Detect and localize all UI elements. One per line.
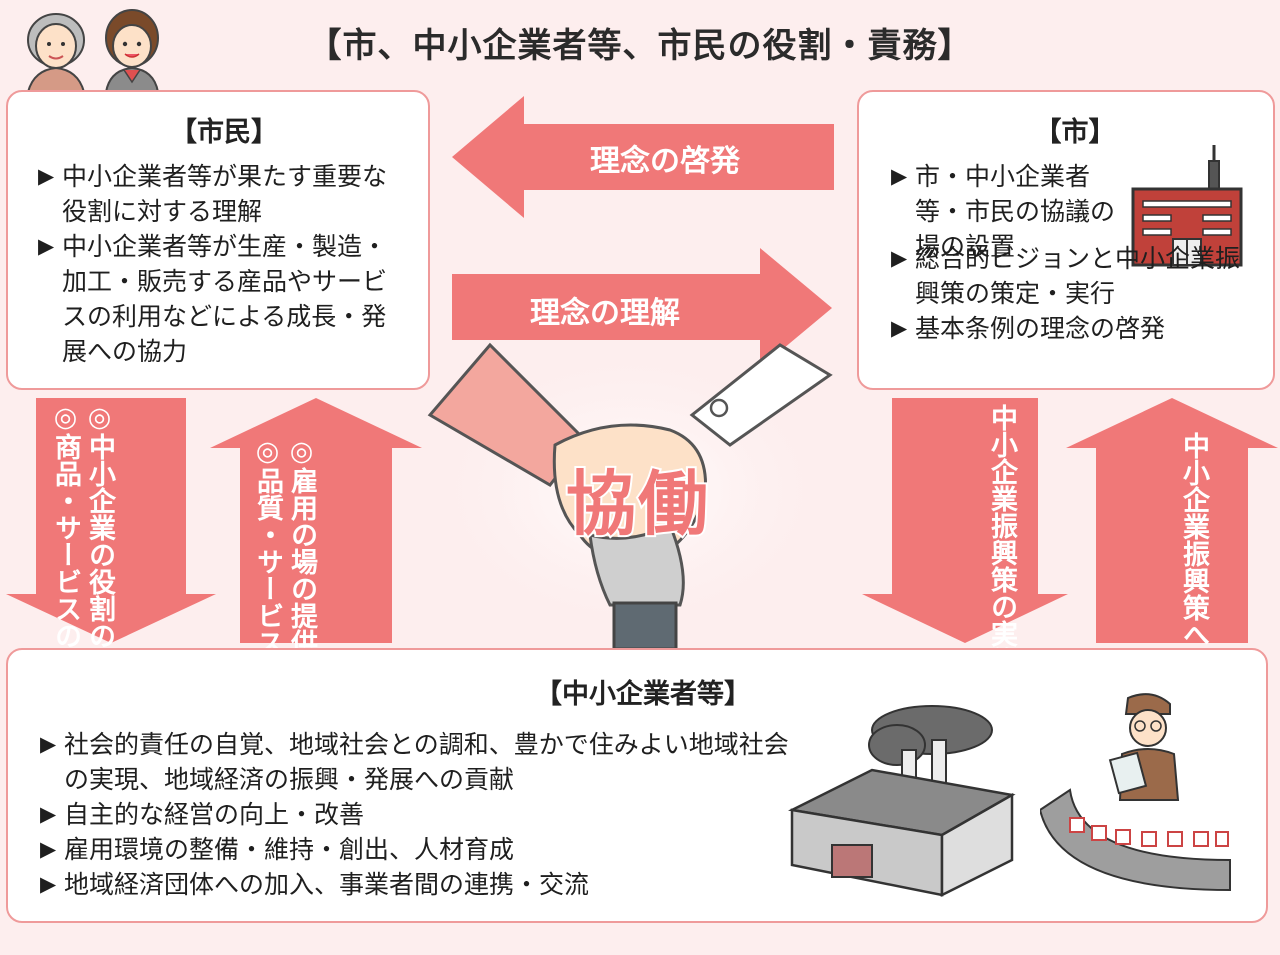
- city-title: 【市】: [1034, 117, 1116, 148]
- city-item: 総合的ビジョンと中小企業振興策の策定・実行: [891, 241, 1259, 311]
- arrow-right-label: 理念の理解: [530, 296, 680, 331]
- arrow-citizen-down: [6, 398, 216, 643]
- citizens-illustration: [26, 9, 160, 92]
- city-list: 総合的ビジョンと中小企業振興策の策定・実行 基本条例の理念の啓発: [891, 241, 1259, 346]
- page-title: 【市、中小企業者等、市民の役割・責務】: [307, 26, 973, 66]
- sme-item: 自主的な経営の向上・改善: [40, 797, 800, 832]
- sme-box: 【中小企業者等】 社会的責任の自覚、地域社会との調和、豊かで住みよい地域社会の実…: [6, 648, 1268, 923]
- arrow-left-label: 理念の啓発: [590, 144, 740, 179]
- arrow-citizen-down-label: ◎中小企業の役割の理解 ◎商品・サービスの利用: [50, 402, 115, 703]
- sme-item: 地域経済団体への加入、事業者間の連携・交流: [40, 867, 800, 902]
- citizen-item: 中小企業者等が生産・製造・加工・販売する産品やサービスの利用などによる成長・発展…: [38, 229, 410, 369]
- center-label: 協働: [564, 461, 710, 547]
- sme-list: 社会的責任の自覚、地域社会との調和、豊かで住みよい地域社会の実現、地域経済の振興…: [40, 727, 800, 902]
- sme-item: 社会的責任の自覚、地域社会との調和、豊かで住みよい地域社会の実現、地域経済の振興…: [40, 727, 800, 797]
- arrow-right-label-wrap: 理念の理解: [452, 248, 832, 368]
- arrow-city-up-label: 中小企業振興策への連携・協力: [1178, 432, 1209, 810]
- citizen-box: 【市民】 中小企業者等が果たす重要な役割に対する理解 中小企業者等が生産・製造・…: [6, 90, 430, 390]
- citizen-title: 【市民】: [170, 117, 278, 148]
- arrow-city-down: [862, 398, 1068, 643]
- citizen-list: 中小企業者等が果たす重要な役割に対する理解 中小企業者等が生産・製造・加工・販売…: [38, 159, 410, 369]
- citizen-item: 中小企業者等が果たす重要な役割に対する理解: [38, 159, 410, 229]
- city-box: 【市】 市・中小企業者等・市民の協議の場の設置 総合的ビジョンと中小企業振興策の…: [857, 90, 1275, 390]
- sme-item: 雇用環境の整備・維持・創出、人材育成: [40, 832, 800, 867]
- arrow-citizen-up-label: ◎雇用の場の提供 ◎品質・サービスの向上: [252, 436, 317, 737]
- handshake-illustration: [420, 342, 840, 650]
- city-item: 基本条例の理念の啓発: [891, 311, 1259, 346]
- factory-illustration: [788, 705, 1016, 898]
- arrow-left: [452, 96, 834, 218]
- sme-title: 【中小企業者等】: [535, 679, 751, 710]
- worker-illustration: [1040, 693, 1231, 892]
- arrow-citizen-up: [210, 398, 422, 643]
- arrow-right: [452, 248, 832, 368]
- arrow-city-down-label: 中小企業振興策の実施による支援: [986, 404, 1017, 809]
- arrow-city-up: [1066, 398, 1278, 643]
- arrow-left-label-wrap: 理念の啓発: [452, 96, 834, 218]
